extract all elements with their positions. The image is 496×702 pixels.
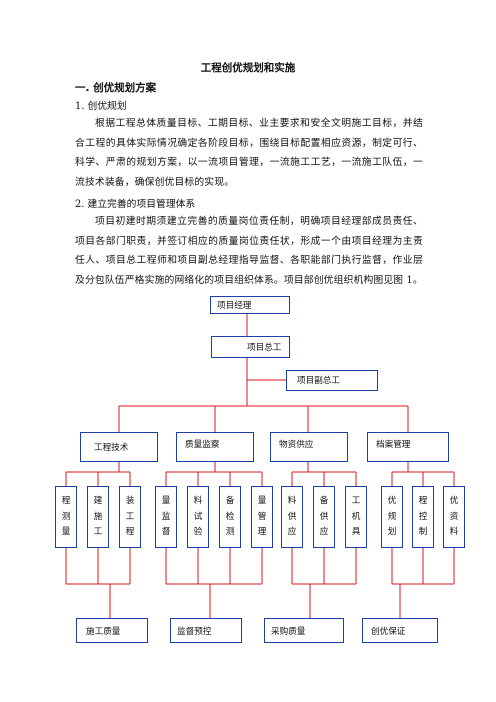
org-box-supervision: 监督预控 [170, 618, 242, 643]
org-box-quality: 质量监察 [176, 432, 254, 462]
org-unit-box: 建 施 工 [87, 486, 109, 548]
org-unit-box: 料 供 应 [281, 486, 303, 548]
org-unit-box: 优 规 划 [381, 486, 403, 548]
subsection-heading-2: 2. 建立完善的项目管理体系 [75, 199, 196, 210]
org-box-procurement-quality: 采购质量 [264, 618, 344, 643]
org-unit-box: 量 管 理 [251, 486, 273, 548]
org-unit-box: 装 工 程 [119, 486, 141, 548]
org-unit-box: 量 监 督 [155, 486, 177, 548]
org-unit-box: 料 试 验 [187, 486, 209, 548]
org-box-excellence-guarantee: 创优保证 [362, 618, 438, 643]
document-title: 工程创优规划和实施 [200, 62, 296, 74]
paragraph-1: 根据工程总体质量目标、工期目标、业主要求和安全文明施工目标，并结合工程的具体实际… [75, 118, 423, 188]
org-unit-box: 工 机 具 [345, 486, 367, 548]
subsection-heading-1: 1. 创优规划 [75, 101, 127, 112]
org-unit-box: 程 控 制 [412, 486, 434, 548]
org-unit-box: 程 测 量 [55, 486, 77, 548]
org-box-archives: 档案管理 [367, 432, 449, 462]
org-unit-box: 备 检 测 [219, 486, 241, 548]
org-box-construction-quality: 施工质量 [76, 618, 148, 643]
org-box-chief-engineer: 项目总工 [211, 336, 290, 358]
org-box-supply: 物资供应 [270, 432, 348, 462]
section-heading: 一. 创优规划方案 [75, 82, 157, 94]
org-box-engineering: 工程技术 [80, 432, 158, 462]
org-box-project-manager: 项目经理 [210, 296, 290, 314]
paragraph-2: 项目初建时期须建立完善的质量岗位责任制，明确项目经理部成员责任、项目各部门职责，… [75, 216, 423, 286]
org-box-deputy-chief: 项目副总工 [286, 370, 378, 391]
org-unit-box: 备 供 应 [313, 486, 335, 548]
org-unit-box: 优 资 料 [443, 486, 465, 548]
